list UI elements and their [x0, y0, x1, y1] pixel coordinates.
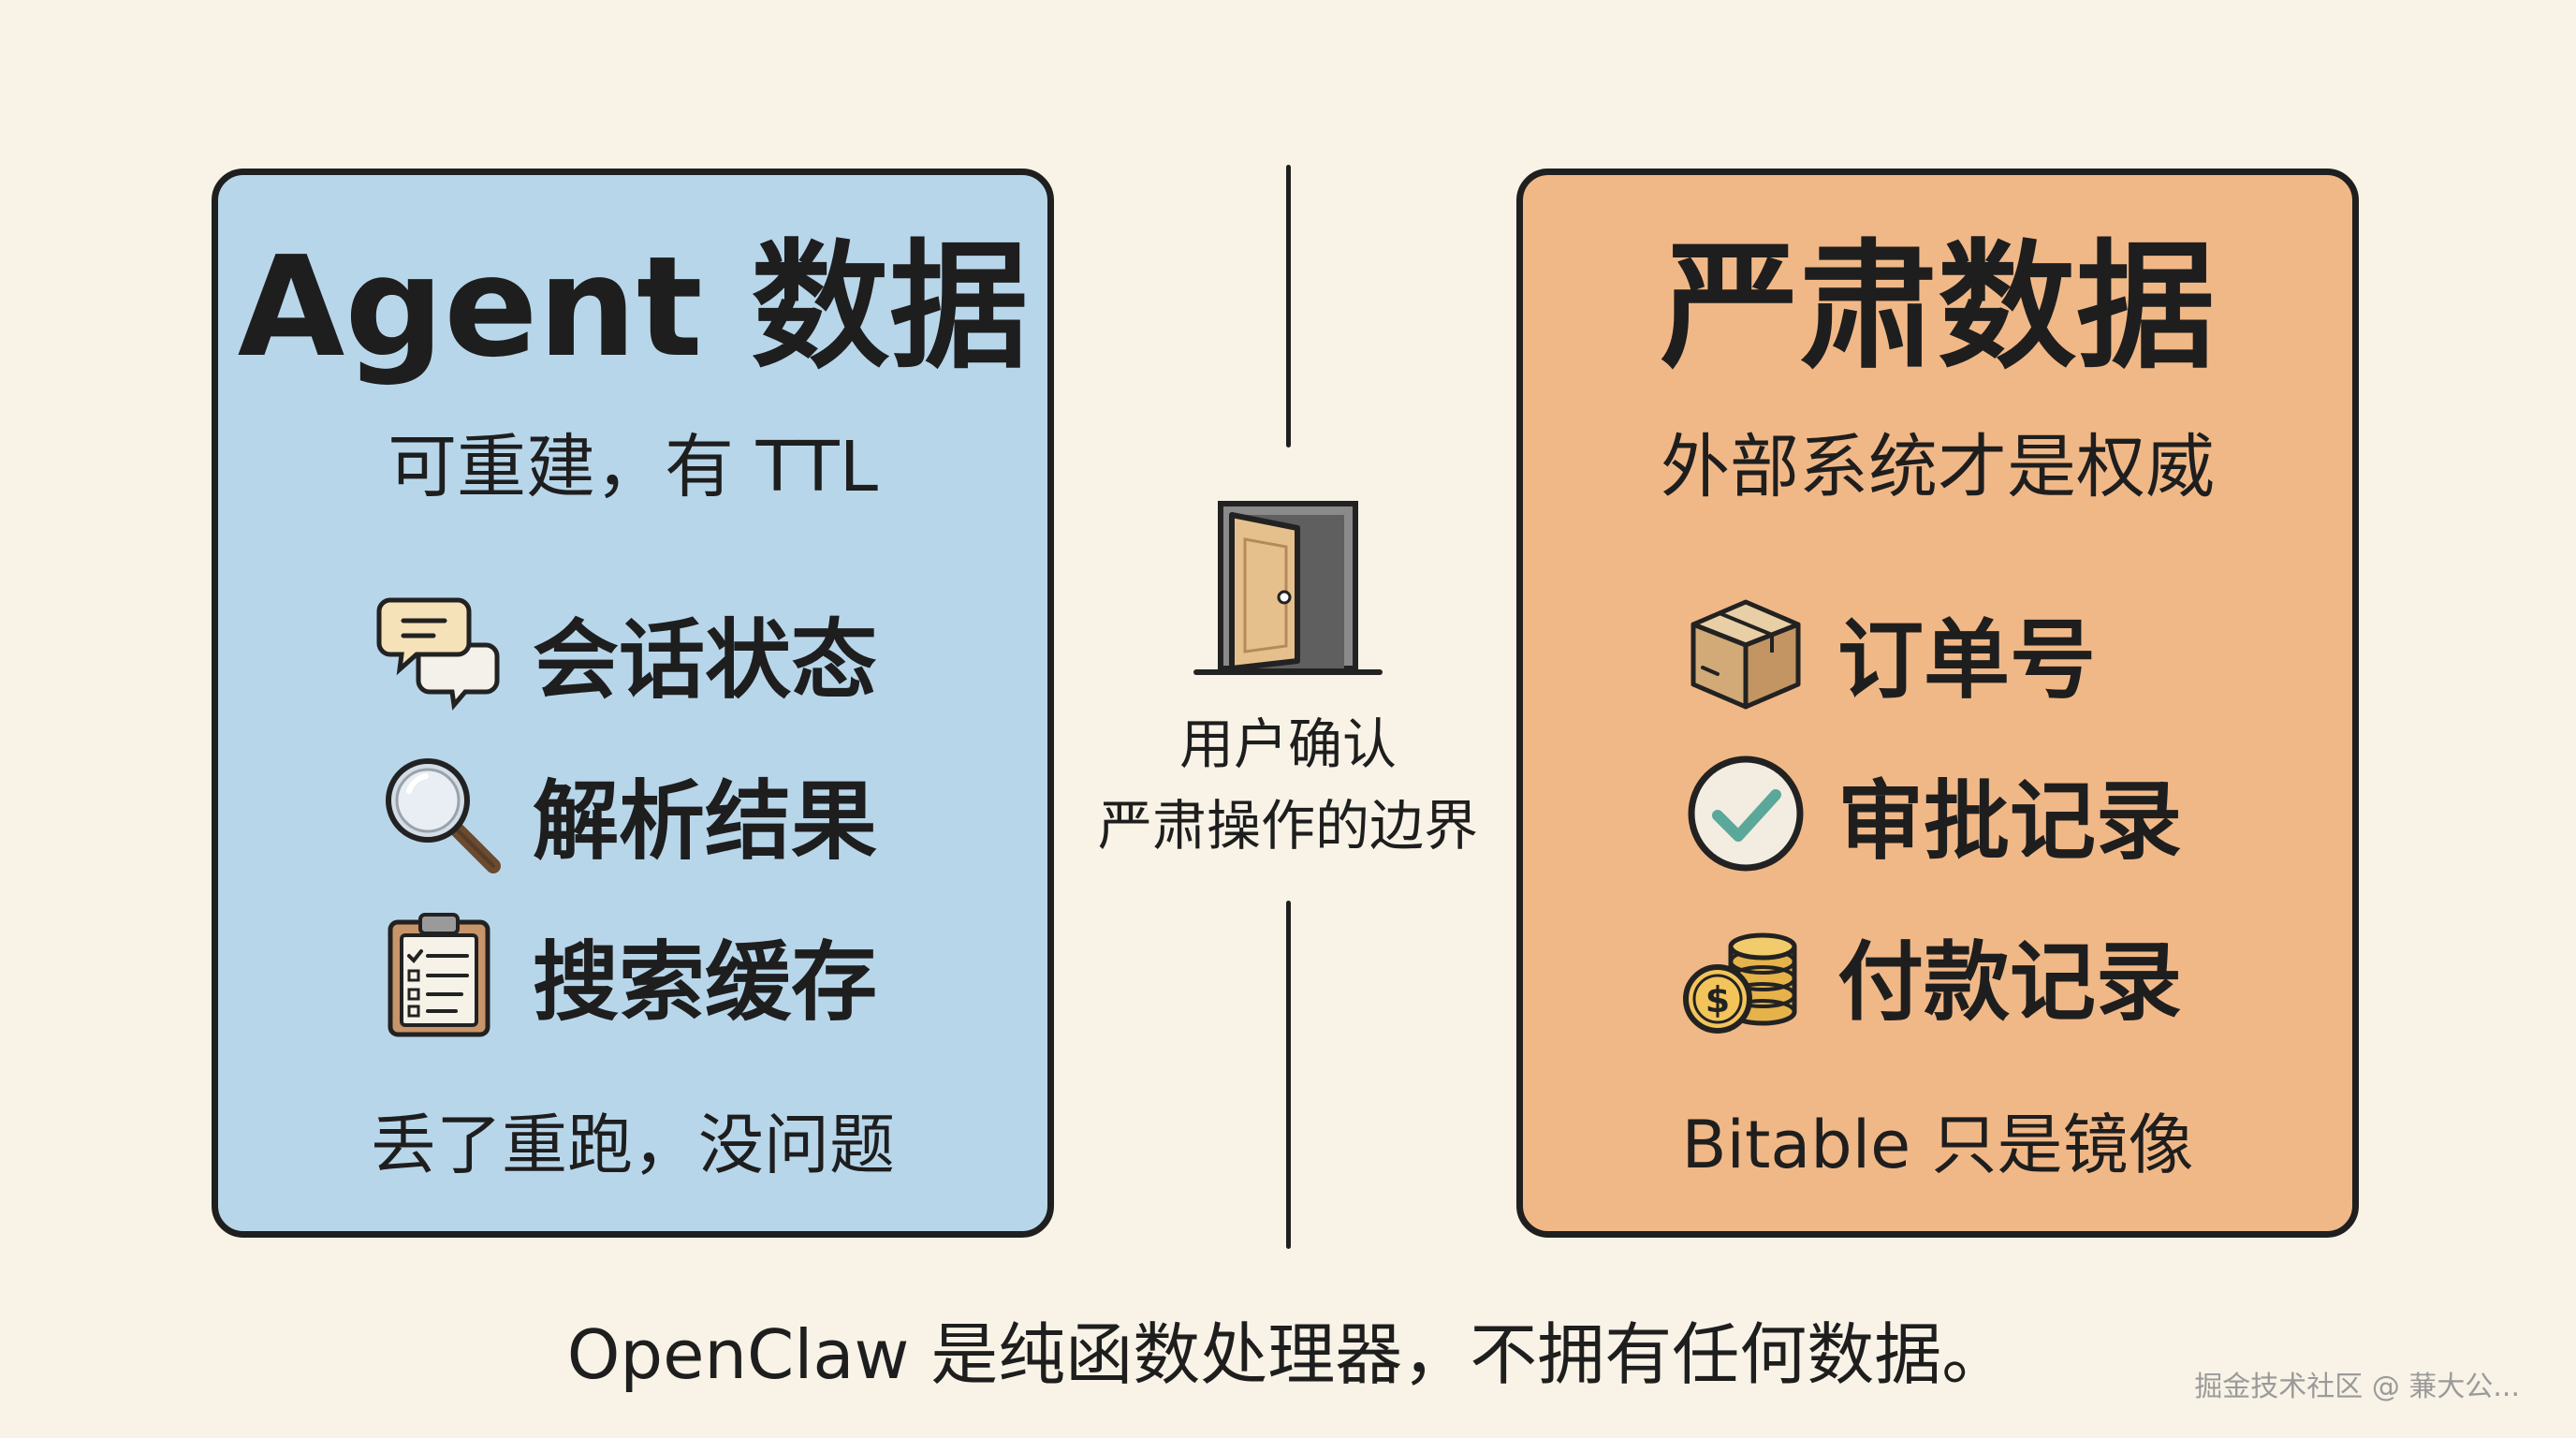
serious-data-subtitle: 外部系统才是权威: [1661, 427, 2215, 507]
divider-line-bottom: [1286, 901, 1291, 1249]
serious-item-label: 付款记录: [1837, 932, 2183, 1033]
serious-item-order-number: 订单号: [1680, 587, 2096, 718]
agent-item-label: 会话状态: [533, 609, 878, 711]
chat-bubbles-icon: [375, 587, 506, 718]
magnifier-icon: [375, 748, 506, 879]
boundary-label-line: 用户确认: [1178, 712, 1397, 776]
serious-item-approval-record: 审批记录: [1680, 748, 2182, 879]
serious-data-title: 严肃数据: [1661, 227, 2215, 388]
footer-caption: OpenClaw 是纯函数处理器，不拥有任何数据。: [566, 1315, 2010, 1394]
agent-data-subtitle: 可重建，有 TTL: [388, 427, 878, 507]
agent-item-session-state: 会话状态: [375, 587, 877, 718]
boundary-label-line: 严肃操作的边界: [1097, 794, 1478, 858]
divider-line-top: [1286, 165, 1291, 448]
agent-item-label: 搜索缓存: [533, 932, 878, 1033]
watermark: 掘金技术社区 @ 蒹大公...: [2194, 1371, 2520, 1403]
package-icon: [1680, 587, 1811, 718]
svg-text:$: $: [1705, 979, 1730, 1020]
checkmark-circle-icon: [1680, 748, 1811, 879]
serious-item-label: 审批记录: [1837, 770, 2183, 872]
agent-data-title: Agent 数据: [237, 227, 1029, 388]
agent-data-footer: 丢了重跑，没问题: [371, 1107, 895, 1183]
boundary-label: 用户确认 严肃操作的边界: [1054, 704, 1522, 867]
agent-item-label: 解析结果: [533, 770, 878, 872]
serious-item-label: 订单号: [1837, 609, 2097, 711]
door-icon: [1193, 496, 1383, 683]
agent-data-panel: Agent 数据 可重建，有 TTL 会话状态 解析结果: [212, 169, 1054, 1238]
serious-data-footer: Bitable 只是镜像: [1681, 1107, 2194, 1183]
agent-item-parse-result: 解析结果: [375, 748, 877, 879]
serious-data-panel: 严肃数据 外部系统才是权威 订单号 审批记录: [1516, 169, 2359, 1238]
serious-item-payment-record: $ 付款记录: [1680, 909, 2182, 1040]
coins-icon: $: [1680, 909, 1811, 1040]
agent-item-search-cache: 搜索缓存: [375, 909, 877, 1040]
clipboard-icon: [375, 909, 506, 1040]
